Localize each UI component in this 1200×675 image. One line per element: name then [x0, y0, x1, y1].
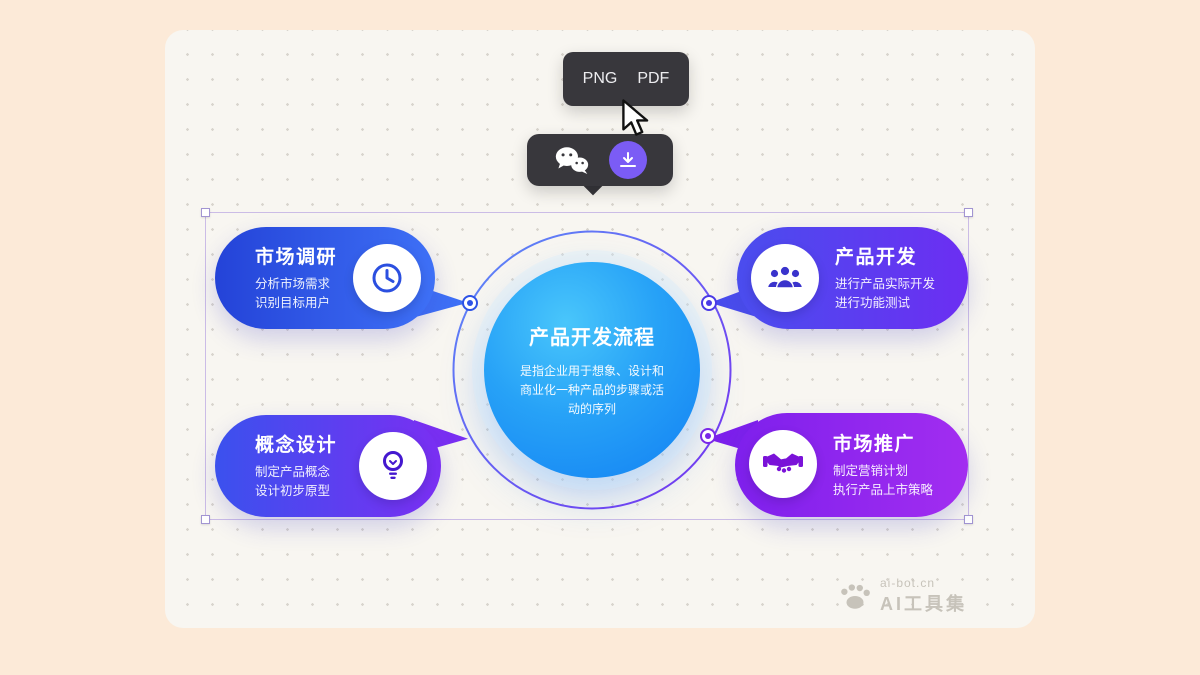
ring-dot-right — [701, 295, 717, 311]
node-title: 产品开发 — [835, 247, 918, 269]
ring-dot-bottom-right — [700, 428, 716, 444]
node-desc-line: 制定产品概念 — [255, 465, 331, 480]
node-desc: 进行产品实际开发 进行功能测试 — [835, 275, 935, 314]
orbit-ring — [452, 230, 732, 510]
node-desc-line: 设计初步原型 — [255, 484, 331, 499]
node-marketing[interactable]: 市场推广 制定营销计划 执行产品上市策略 — [735, 413, 968, 517]
node-title: 概念设计 — [255, 435, 338, 457]
node-title: 市场推广 — [833, 434, 916, 456]
node-desc-line: 分析市场需求 — [255, 277, 331, 292]
paw-logo-icon — [841, 584, 870, 609]
center-description: 是指企业用于想象、设计和 商业化一种产品的步骤或活 动的序列 — [520, 362, 664, 420]
selection-handle-bottom-right[interactable] — [964, 515, 973, 524]
selection-handle-top-left[interactable] — [201, 208, 210, 217]
export-png-button[interactable]: PNG — [582, 70, 618, 87]
watermark-site: ai-bot.cn — [880, 576, 936, 590]
node-desc: 制定营销计划 执行产品上市策略 — [833, 462, 933, 501]
center-node[interactable]: 产品开发流程 是指企业用于想象、设计和 商业化一种产品的步骤或活 动的序列 — [484, 262, 700, 478]
node-desc-line: 识别目标用户 — [255, 296, 331, 311]
center-desc-line: 动的序列 — [567, 402, 616, 417]
center-title: 产品开发流程 — [529, 326, 655, 349]
center-desc-line: 商业化一种产品的步骤或活 — [519, 382, 664, 397]
handshake-icon — [749, 430, 817, 498]
ring-dot-left — [462, 295, 478, 311]
node-product-development[interactable]: 产品开发 进行产品实际开发 进行功能测试 — [737, 227, 968, 329]
node-concept-design[interactable]: 概念设计 制定产品概念 设计初步原型 — [215, 415, 441, 517]
wechat-share-icon[interactable] — [553, 143, 591, 177]
export-pdf-button[interactable]: PDF — [637, 70, 670, 87]
watermark-name: AI工具集 — [880, 594, 967, 614]
node-desc-line: 制定营销计划 — [833, 464, 909, 479]
bulb-icon — [359, 432, 427, 500]
node-desc-line: 进行产品实际开发 — [835, 277, 936, 292]
floating-toolbar — [527, 134, 673, 186]
selection-handle-bottom-left[interactable] — [201, 515, 210, 524]
node-market-research[interactable]: 市场调研 分析市场需求 识别目标用户 — [215, 227, 435, 329]
node-desc: 分析市场需求 识别目标用户 — [255, 275, 337, 314]
node-title: 市场调研 — [255, 247, 338, 269]
node-desc: 制定产品概念 设计初步原型 — [255, 463, 337, 502]
selection-frame[interactable] — [201, 208, 973, 524]
node-desc-line: 进行功能测试 — [835, 296, 911, 311]
team-icon — [751, 244, 819, 312]
selection-handle-top-right[interactable] — [964, 208, 973, 217]
clock-icon — [353, 244, 421, 312]
node-desc-line: 执行产品上市策略 — [833, 483, 934, 498]
watermark: ai-bot.cn AI工具集 — [838, 576, 967, 616]
download-icon[interactable] — [609, 141, 647, 179]
center-desc-line: 是指企业用于想象、设计和 — [519, 363, 664, 378]
mouse-cursor — [622, 99, 649, 136]
export-menu: PNG PDF — [563, 52, 689, 106]
